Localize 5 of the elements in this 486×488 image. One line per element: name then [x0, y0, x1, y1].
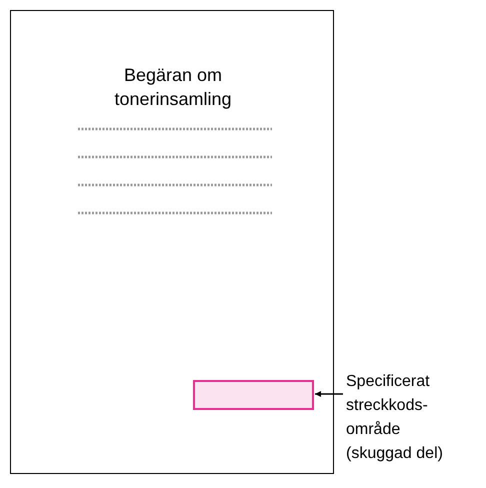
document-page [10, 10, 334, 474]
barcode-area [193, 380, 314, 410]
arrow [315, 391, 343, 397]
document-title: Begäran om tonerinsamling [113, 64, 233, 111]
callout-text: Specificerat streckkods-område (skuggad del) [346, 372, 444, 464]
